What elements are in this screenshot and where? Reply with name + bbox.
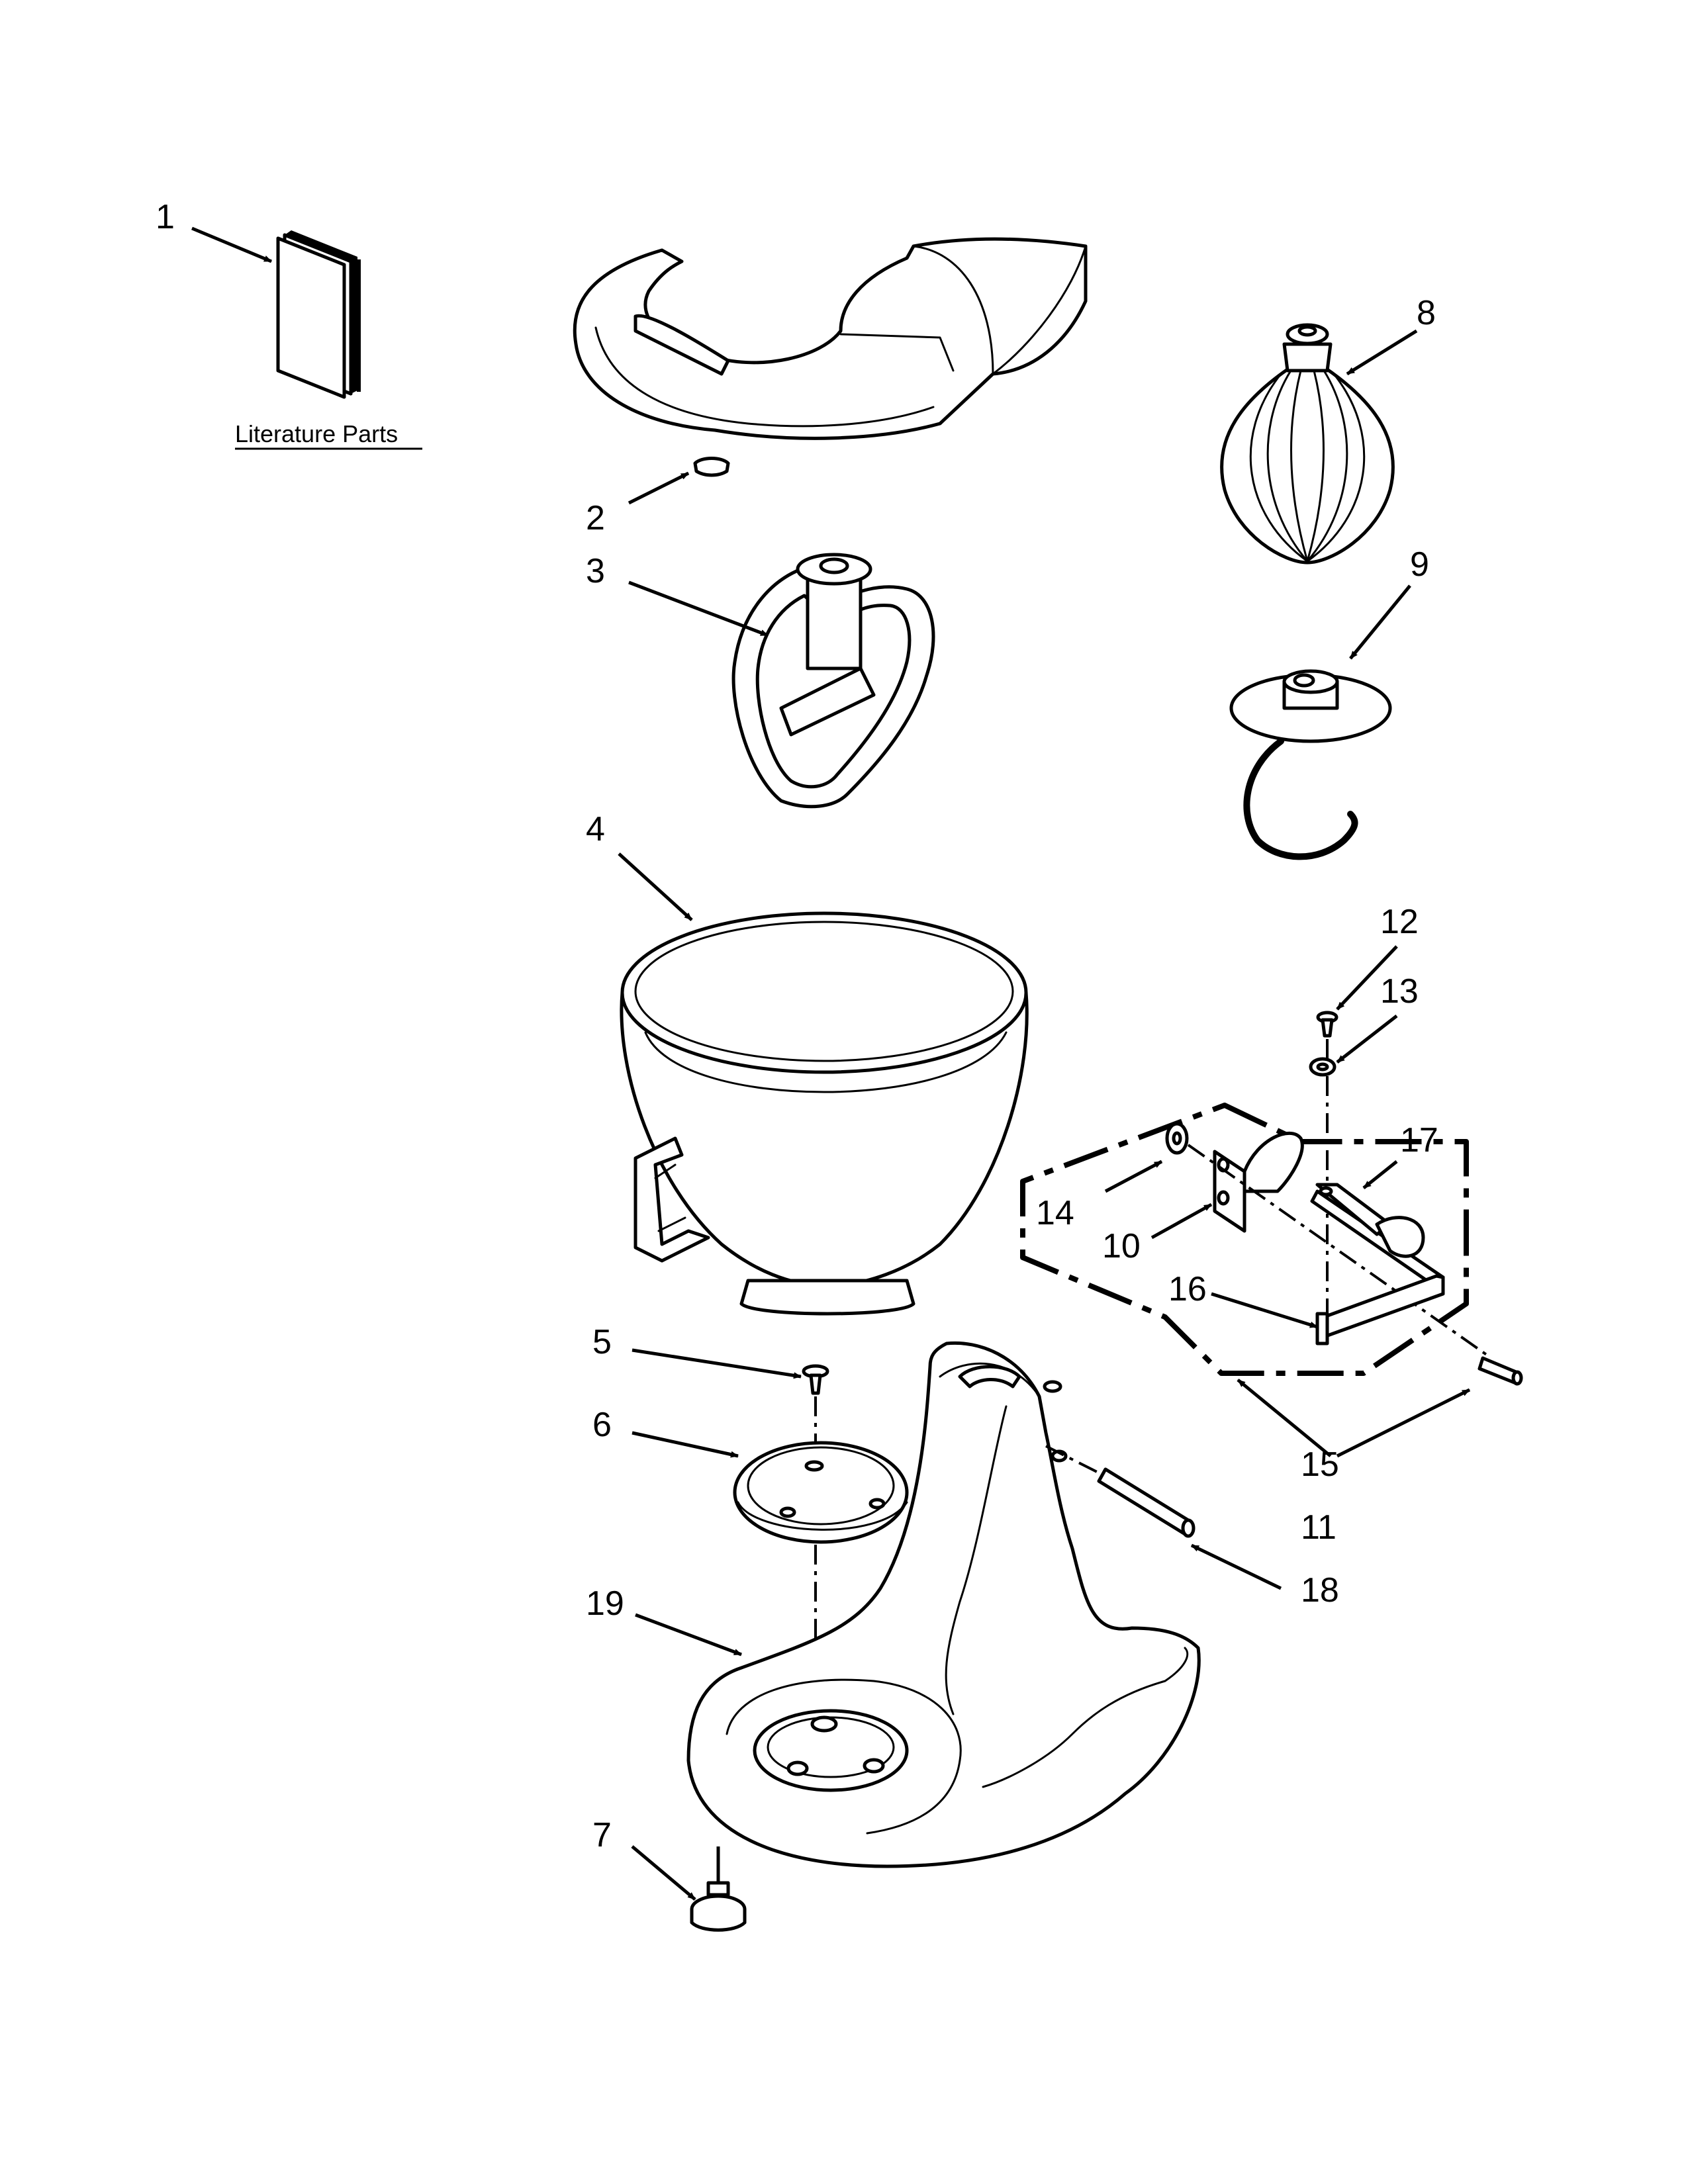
clamping-plate [733, 1441, 909, 1544]
callout-6: 6 [592, 1406, 612, 1444]
washer-part-13 [1309, 1057, 1336, 1077]
callout-12: 12 [1380, 903, 1419, 941]
leader-lines [191, 226, 1471, 1901]
wire-whip [1220, 323, 1395, 565]
rubber-foot [690, 1881, 747, 1932]
callout-1: 1 [156, 198, 175, 236]
hinge-pin [1477, 1356, 1523, 1386]
mixing-bowl [620, 911, 1029, 1316]
hinge-bracket [1213, 1131, 1304, 1233]
callout-4: 4 [586, 810, 605, 848]
callout-5: 5 [592, 1323, 612, 1361]
callout-19: 19 [586, 1584, 624, 1623]
centerline-pivot [1045, 1445, 1103, 1476]
screw-part-5 [802, 1364, 829, 1395]
dough-hook [1229, 669, 1392, 860]
lock-lever [1310, 1183, 1445, 1345]
callout-18: 18 [1301, 1571, 1339, 1610]
callout-7: 7 [592, 1816, 612, 1854]
callout-15: 15 [1301, 1445, 1339, 1484]
callout-14: 14 [1036, 1194, 1074, 1232]
callout-13: 13 [1380, 972, 1419, 1011]
callout-16: 16 [1168, 1270, 1207, 1308]
literature-booklet [276, 230, 361, 399]
pivot-pin [1097, 1467, 1196, 1538]
pouring-shield [573, 237, 1088, 477]
callout-3: 3 [586, 552, 605, 590]
centerline-hinge-pin [1187, 1144, 1491, 1358]
screw-part-12 [1316, 1011, 1338, 1038]
literature-parts-label: Literature Parts [235, 420, 398, 447]
callout-9: 9 [1410, 545, 1429, 584]
hinge-assembly-outline [1020, 1103, 1469, 1376]
callout-17: 17 [1400, 1121, 1438, 1160]
flat-beater [731, 553, 935, 809]
washer-part-14 [1165, 1122, 1189, 1155]
callout-11: 11 [1301, 1508, 1336, 1547]
callout-8: 8 [1417, 294, 1436, 332]
pedestal-base [686, 1341, 1201, 1868]
callout-10: 10 [1102, 1227, 1141, 1265]
callout-2: 2 [586, 499, 605, 537]
